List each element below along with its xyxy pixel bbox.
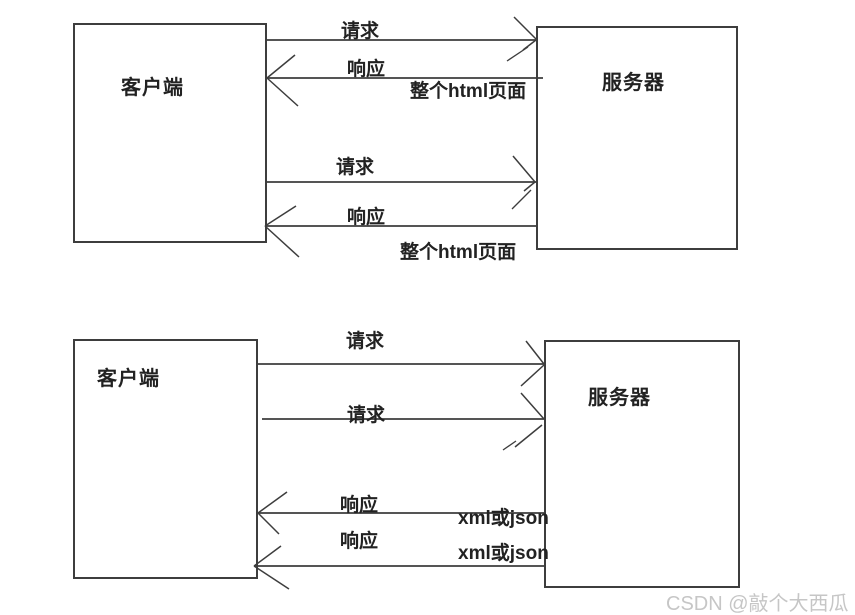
bottom-server-label: 服务器 [588, 387, 651, 409]
top-request-label-1: 请求 [341, 21, 380, 42]
csdn-watermark: CSDN @敲个大西瓜 [666, 593, 849, 615]
bottom-request-arrow-2 [262, 392, 545, 451]
top-payload-label-1: 整个html页面 [410, 81, 527, 102]
bottom-response-arrow-1 [257, 491, 544, 535]
top-server-label: 服务器 [602, 72, 665, 94]
top-payload-label-2: 整个html页面 [400, 242, 517, 263]
top-request-label-2: 请求 [336, 157, 375, 178]
bottom-response-label-1: 响应 [340, 495, 379, 516]
bottom-payload-label-1: xml或json [458, 508, 549, 529]
top-client-box [73, 23, 267, 243]
top-request-arrow-1 [267, 16, 538, 62]
bottom-payload-label-2: xml或json [458, 543, 549, 564]
bottom-request-label-1: 请求 [346, 331, 385, 352]
bottom-client-box [73, 339, 258, 579]
bottom-response-arrow-2 [253, 545, 545, 590]
top-server-box [536, 26, 738, 250]
top-response-label-2: 响应 [347, 207, 386, 228]
bottom-server-box [544, 340, 740, 588]
top-client-label: 客户端 [121, 77, 184, 99]
top-response-label-1: 响应 [347, 59, 386, 80]
top-response-arrow-2 [264, 205, 536, 258]
bottom-request-label-2: 请求 [347, 405, 386, 426]
bottom-client-label: 客户端 [97, 368, 160, 390]
bottom-request-arrow-1 [258, 340, 545, 387]
top-response-arrow-1 [266, 54, 543, 107]
top-request-arrow-2 [267, 155, 536, 210]
bottom-response-label-2: 响应 [340, 531, 379, 552]
